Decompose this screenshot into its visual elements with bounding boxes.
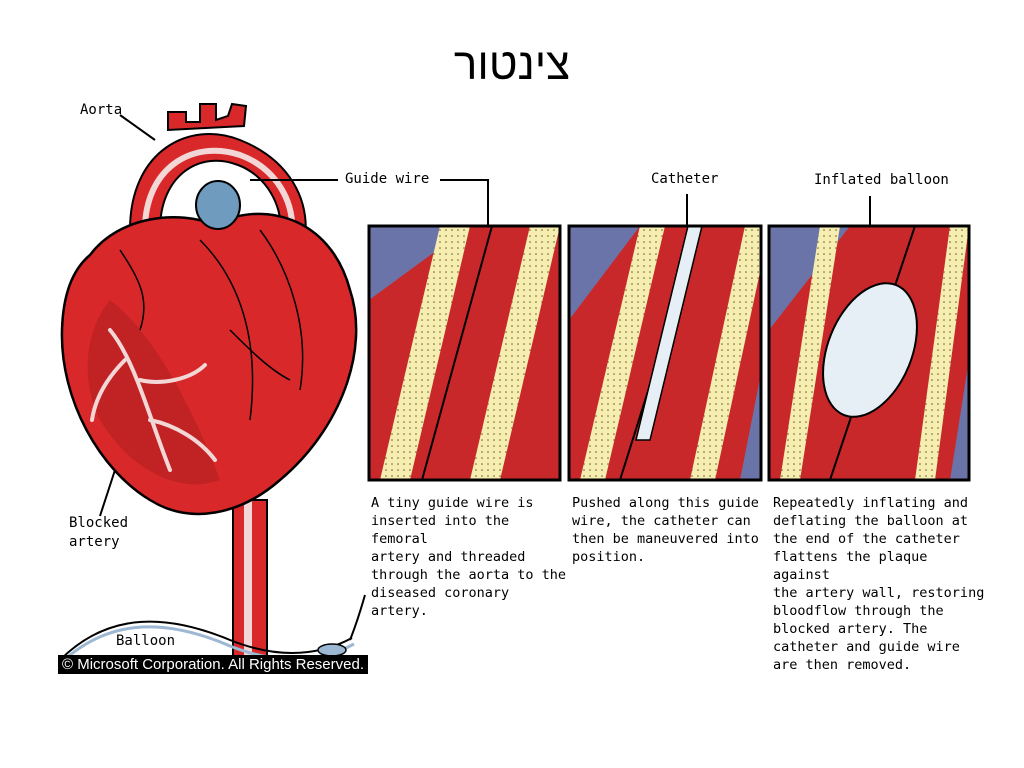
caption-step-2: Pushed along this guide wire, the cathet… xyxy=(572,495,759,565)
label-aorta: Aorta xyxy=(80,102,123,118)
label-catheter: Catheter xyxy=(651,171,719,187)
panel-catheter xyxy=(567,224,763,482)
panel-inflated-balloon xyxy=(767,224,971,482)
panel-guide-wire xyxy=(367,224,562,482)
label-blocked-artery: Blocked artery xyxy=(69,515,129,550)
caption-step-3: Repeatedly inflating and deflating the b… xyxy=(773,495,985,673)
copyright-notice: © Microsoft Corporation. All Rights Rese… xyxy=(58,655,368,674)
label-balloon: Balloon xyxy=(116,633,176,649)
heart-illustration xyxy=(59,102,366,664)
caption-step-1: A tiny guide wire is inserted into the f… xyxy=(371,495,567,619)
slide-title: צינטור xyxy=(453,40,571,89)
label-guide-wire: Guide wire xyxy=(345,171,430,187)
label-inflated-balloon: Inflated balloon xyxy=(814,172,949,188)
